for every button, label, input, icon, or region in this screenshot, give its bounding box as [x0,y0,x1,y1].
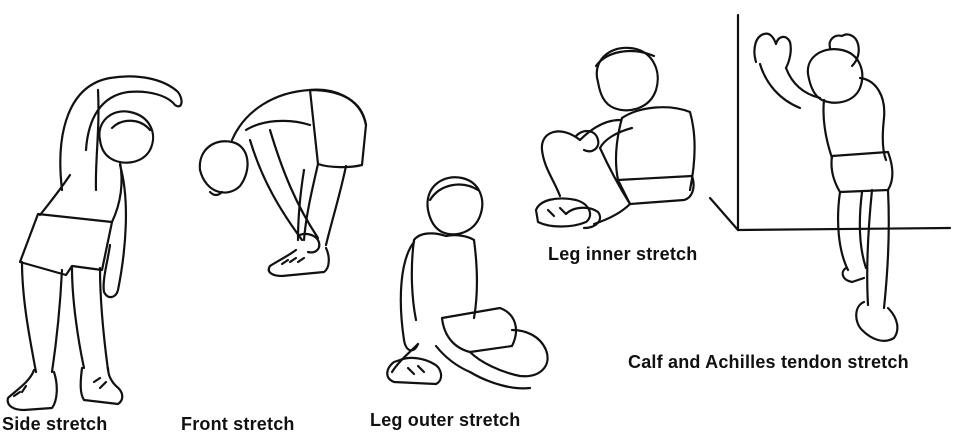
leg-inner-stretch-figure [534,46,696,230]
side-stretch-label: Side stretch [2,414,108,434]
leg-inner-stretch-label: Leg inner stretch [548,244,698,264]
leg-outer-stretch-figure [386,176,549,390]
leg-outer-stretch-label: Leg outer stretch [370,410,521,430]
front-stretch-figure [198,88,368,278]
calf-achilles-stretch-figure [708,13,952,342]
calf-achilles-stretch-label: Calf and Achilles tendon stretch [628,352,909,372]
side-stretch-figure [6,75,183,412]
front-stretch-label: Front stretch [181,414,295,434]
